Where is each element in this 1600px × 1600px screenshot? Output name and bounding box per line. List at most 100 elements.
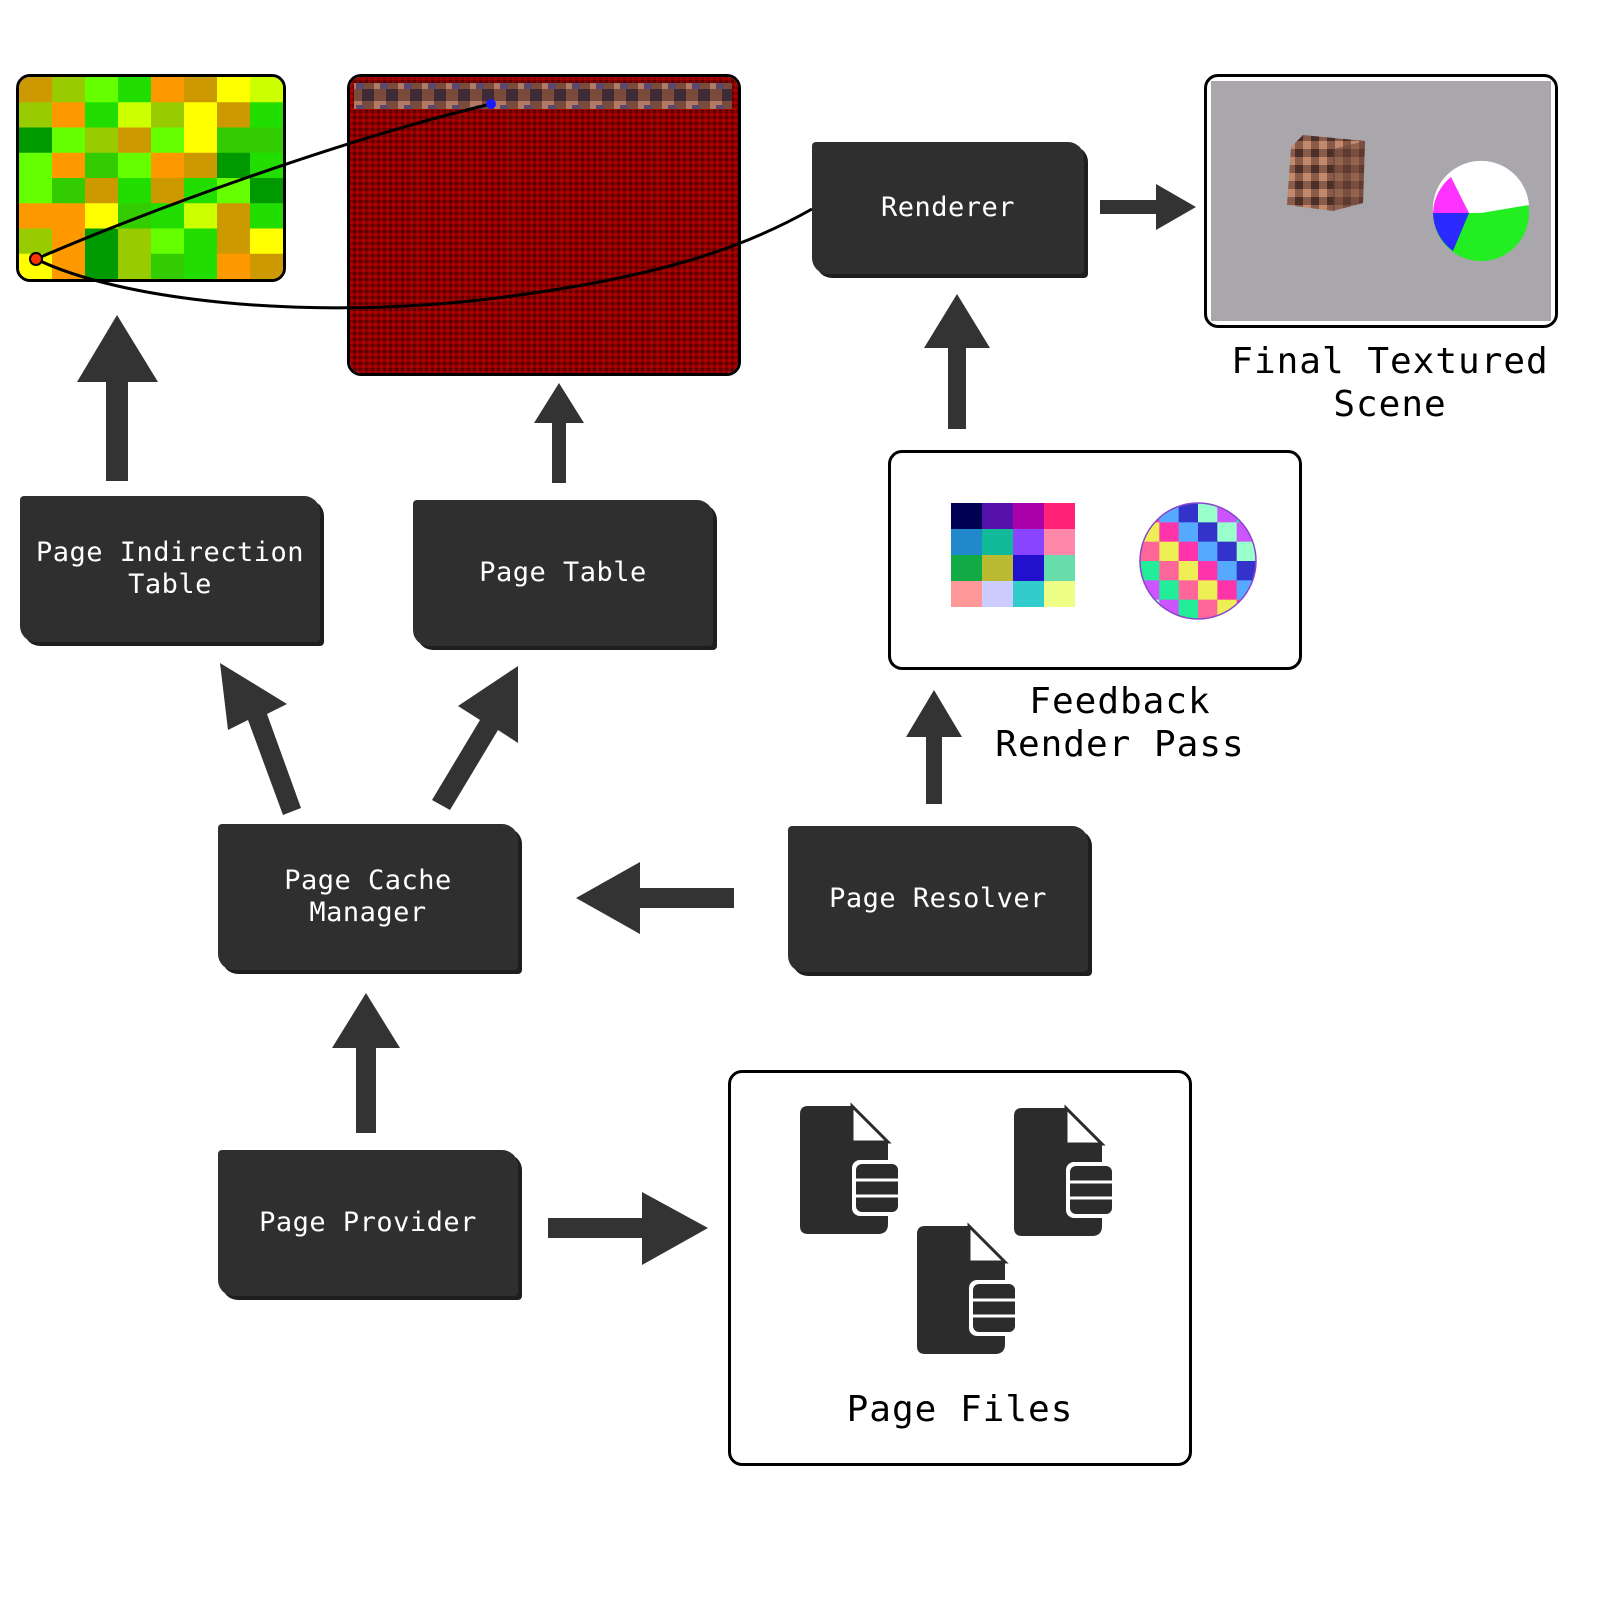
textured-sphere-icon — [1432, 160, 1529, 261]
heat-cell — [151, 127, 185, 154]
arrow-provider-to-files — [548, 1192, 708, 1265]
cube-face-cell — [1044, 581, 1075, 607]
heat-cell — [184, 127, 218, 154]
sphere-cell — [1159, 580, 1180, 601]
cube-face-cell — [1013, 581, 1044, 607]
heat-cell — [151, 77, 185, 103]
heat-cell — [118, 228, 152, 255]
sphere-cell — [1198, 503, 1218, 523]
heat-cell — [52, 203, 86, 229]
sphere-cell — [1159, 561, 1180, 581]
cube-face-cell — [1013, 503, 1044, 529]
heat-cell — [52, 178, 86, 204]
database-file-icon — [800, 1102, 902, 1234]
cube-face-cell — [982, 581, 1013, 607]
sphere-cell — [1198, 580, 1218, 601]
page-indirection-table-node: Page Indirection Table — [20, 496, 320, 642]
final-scene-image — [1204, 74, 1558, 328]
sphere-cell — [1198, 599, 1218, 619]
heat-cell — [250, 127, 283, 154]
heat-cell — [118, 102, 152, 128]
heat-cell — [217, 203, 251, 229]
heat-cell — [151, 178, 185, 204]
cube-face-cell — [982, 529, 1013, 555]
renderer-node: Renderer — [812, 142, 1084, 274]
heat-cell — [250, 178, 283, 204]
heat-cell — [118, 152, 152, 179]
sphere-cell — [1178, 580, 1199, 601]
cube-face-cell — [1044, 503, 1075, 529]
feedback-pass-image — [888, 450, 1302, 670]
sphere-cell — [1178, 541, 1199, 562]
heat-cell — [184, 77, 218, 103]
arrow-up-pagetable — [534, 383, 584, 483]
heat-cell — [217, 102, 251, 128]
heat-cell — [151, 152, 185, 179]
cube-face-cell — [951, 529, 982, 555]
cube-face-cell — [982, 555, 1013, 581]
heat-cell — [217, 152, 251, 179]
final-scene-render — [1211, 81, 1551, 321]
sphere-cell — [1217, 541, 1238, 562]
cube-face-cell — [1013, 529, 1044, 555]
sphere-cell — [1159, 522, 1180, 543]
heat-cell — [118, 178, 152, 204]
cube-face-cell — [982, 503, 1013, 529]
sphere-cell — [1140, 541, 1160, 562]
arrow-up-indirection — [77, 315, 158, 481]
lookup-point-blue — [486, 99, 496, 109]
heat-cell — [184, 152, 218, 179]
sphere-cell — [1178, 561, 1199, 581]
cube-face-cell — [1013, 555, 1044, 581]
heat-cell — [250, 102, 283, 128]
heat-cell — [19, 102, 53, 128]
heat-cell — [19, 127, 53, 154]
arrow-provider-to-pcm — [332, 993, 400, 1133]
heat-cell — [184, 253, 218, 279]
arrow-pcm-to-indirection — [220, 663, 301, 815]
heat-cell — [118, 253, 152, 279]
heat-cell — [217, 127, 251, 154]
heat-cell — [52, 102, 86, 128]
arrow-renderer-to-scene — [1100, 184, 1196, 230]
arrow-pcm-to-pagetable — [432, 666, 518, 810]
page-resolver-node: Page Resolver — [788, 826, 1088, 972]
heat-cell — [85, 77, 119, 103]
heat-cell — [85, 203, 119, 229]
heat-cell — [85, 253, 119, 279]
heat-cell — [118, 127, 152, 154]
lookup-point-red — [29, 252, 43, 266]
textured-cube-icon — [1287, 135, 1365, 211]
page-cache-manager-node: Page Cache Manager — [218, 824, 518, 970]
heat-cell — [118, 77, 152, 103]
cube-face-cell — [1044, 529, 1075, 555]
heat-cell — [19, 203, 53, 229]
page-files-caption: Page Files — [846, 1389, 1074, 1430]
lookup-curve-to-pagetable — [35, 102, 492, 261]
cube-face-cell — [951, 555, 982, 581]
heat-cell — [184, 228, 218, 255]
feedback-cube-icon — [951, 503, 1075, 607]
indirection-table-image — [16, 74, 286, 282]
heat-cell — [19, 228, 53, 255]
heat-cell — [52, 127, 86, 154]
heat-cell — [217, 253, 251, 279]
arrow-feedback-to-renderer — [924, 294, 990, 429]
sphere-cell — [1178, 522, 1199, 543]
heat-cell — [85, 178, 119, 204]
sphere-cell — [1178, 503, 1199, 523]
sphere-cell — [1217, 580, 1238, 601]
heat-cell — [250, 253, 283, 279]
heat-cell — [85, 127, 119, 154]
page-table-image — [347, 74, 741, 376]
heat-cell — [52, 152, 86, 179]
final-scene-caption: Final Textured Scene — [1231, 341, 1549, 425]
heat-cell — [85, 152, 119, 179]
database-file-icon — [917, 1222, 1019, 1354]
cube-face-cell — [951, 503, 982, 529]
heat-cell — [184, 102, 218, 128]
sphere-cell — [1217, 561, 1238, 581]
arrow-resolver-to-pcm — [576, 862, 734, 934]
page-table-node: Page Table — [413, 500, 713, 646]
